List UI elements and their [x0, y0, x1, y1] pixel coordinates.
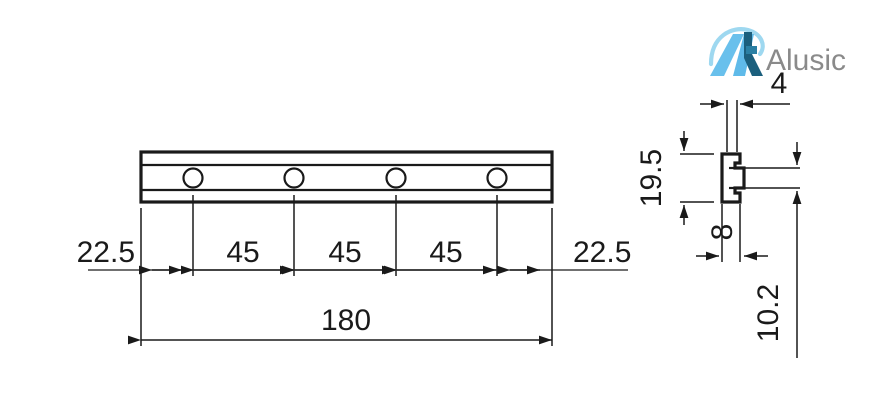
front-view	[139, 150, 554, 204]
brand-name: Alusic	[766, 44, 846, 77]
hole-1	[182, 167, 204, 189]
section-dimension-offset: 10.2	[744, 142, 802, 358]
dim-label-edge-right: 22.5	[573, 236, 631, 269]
dim-label-offset: 10.2	[752, 284, 785, 342]
logo-accent	[746, 46, 757, 54]
dim-label-edge-left: 22.5	[77, 236, 135, 269]
logo-a-left-leg	[710, 34, 744, 76]
hole-4	[486, 167, 508, 189]
dim-label-web-width: 8	[706, 224, 739, 241]
dim-label-pitch-2: 45	[328, 236, 361, 269]
dim-label-height: 19.5	[635, 149, 668, 207]
alusic-logo: Alusic	[708, 27, 846, 77]
hole-3	[385, 167, 407, 189]
dim-label-pitch-1: 45	[226, 236, 259, 269]
hole-2	[283, 167, 305, 189]
section-dimension-web-width: 8	[696, 204, 768, 262]
section-dimension-height: 19.5	[635, 131, 714, 225]
front-view-dimension-chain: 22.5 45 45 45 22.5	[77, 236, 631, 275]
section-dimension-width-top: 4	[700, 67, 790, 152]
plate-outline	[139, 150, 554, 204]
dim-label-pitch-3: 45	[429, 236, 462, 269]
dim-label-overall-length: 180	[321, 304, 371, 337]
logo-r-stem	[744, 32, 763, 76]
front-view-extension-lines	[140, 195, 553, 346]
logo-arc	[708, 27, 765, 67]
dim-label-width-top: 4	[771, 67, 788, 100]
front-view-overall-dimension: 180	[128, 304, 552, 345]
